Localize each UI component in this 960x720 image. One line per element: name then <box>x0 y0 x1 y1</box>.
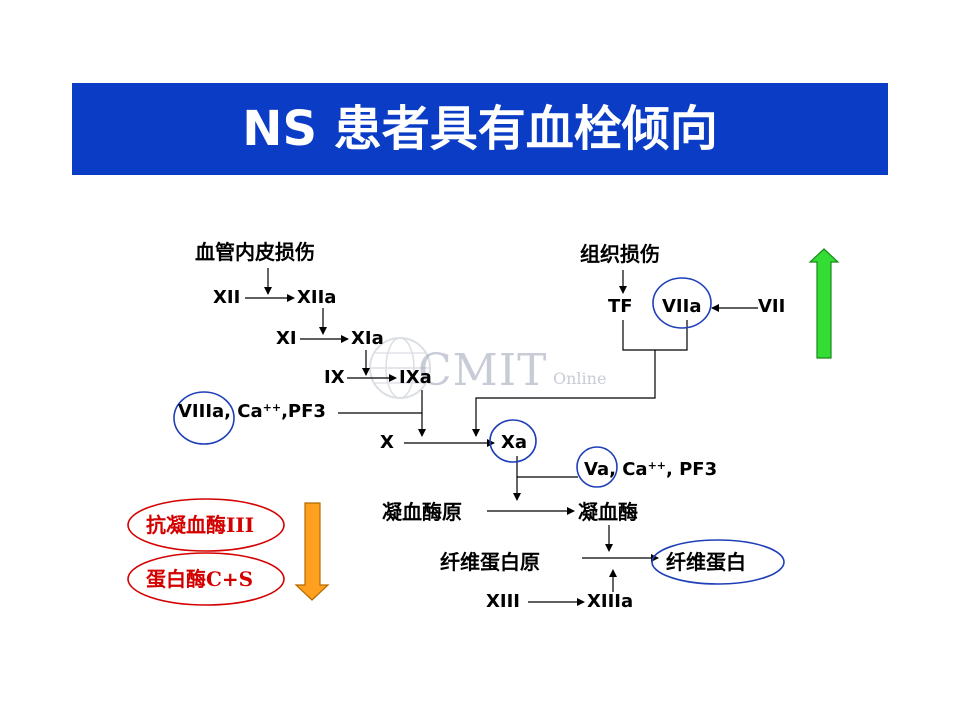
label-xia: XIa <box>351 328 384 349</box>
label-va: Va, Ca++, PF3 <box>584 459 717 481</box>
label-xa: Xa <box>501 432 528 453</box>
circle-xa <box>489 419 537 463</box>
label-x: X <box>380 432 394 453</box>
arrow-down-icon <box>294 502 330 601</box>
label-xi: XI <box>276 328 297 349</box>
viiia-ca-text: , Ca <box>224 401 263 422</box>
line-tf-viia-bracket <box>622 320 688 351</box>
oval-protein-cs <box>127 552 285 606</box>
va-text: Va <box>584 459 610 480</box>
label-fibrin: 纤维蛋白 <box>666 550 746 574</box>
label-xiia: XIIa <box>297 287 337 308</box>
label-xii: XII <box>213 287 241 308</box>
label-tissue-injury: 组织损伤 <box>580 242 660 266</box>
va-ca-text: , Ca <box>609 459 648 480</box>
label-ixa: IXa <box>399 367 432 388</box>
page-title: NS 患者具有血栓倾向 <box>242 101 718 157</box>
arrow-up-icon <box>808 248 840 359</box>
label-vii: VII <box>758 296 786 317</box>
globe-icon <box>369 337 431 399</box>
watermark-sub: Online <box>553 369 607 388</box>
label-xiii: XIII <box>486 591 520 612</box>
label-fibrinogen: 纤维蛋白原 <box>440 550 540 574</box>
va-ca-sup: ++ <box>647 459 666 472</box>
circle-viia <box>652 277 712 329</box>
label-tf: TF <box>608 296 633 317</box>
title-bar: NS 患者具有血栓倾向 <box>72 83 888 175</box>
label-antithrombin: 抗凝血酶III <box>146 513 255 537</box>
label-ix: IX <box>324 367 345 388</box>
label-viiia: VIIIa, Ca++,PF3 <box>178 401 326 423</box>
circle-fibrin <box>651 539 785 585</box>
watermark-logo: CMIT <box>418 345 548 396</box>
label-viia: VIIa <box>662 296 702 317</box>
circle-va <box>576 446 618 488</box>
arrow-extrinsic-to-xa <box>472 350 656 437</box>
viiia-pf3-text: ,PF3 <box>281 401 326 422</box>
viiia-text: VIIIa <box>178 401 225 422</box>
oval-antithrombin <box>127 498 285 552</box>
label-xiiia: XIIIa <box>587 591 634 612</box>
label-prothrombin: 凝血酶原 <box>382 500 462 524</box>
viiia-ca-sup: ++ <box>262 401 282 414</box>
circle-viiia <box>173 391 235 445</box>
label-thrombin: 凝血酶 <box>578 500 638 524</box>
label-vascular-injury: 血管内皮损伤 <box>195 240 315 264</box>
va-pf3-text: , PF3 <box>666 459 718 480</box>
label-protein-cs: 蛋白酶C+S <box>146 567 254 591</box>
